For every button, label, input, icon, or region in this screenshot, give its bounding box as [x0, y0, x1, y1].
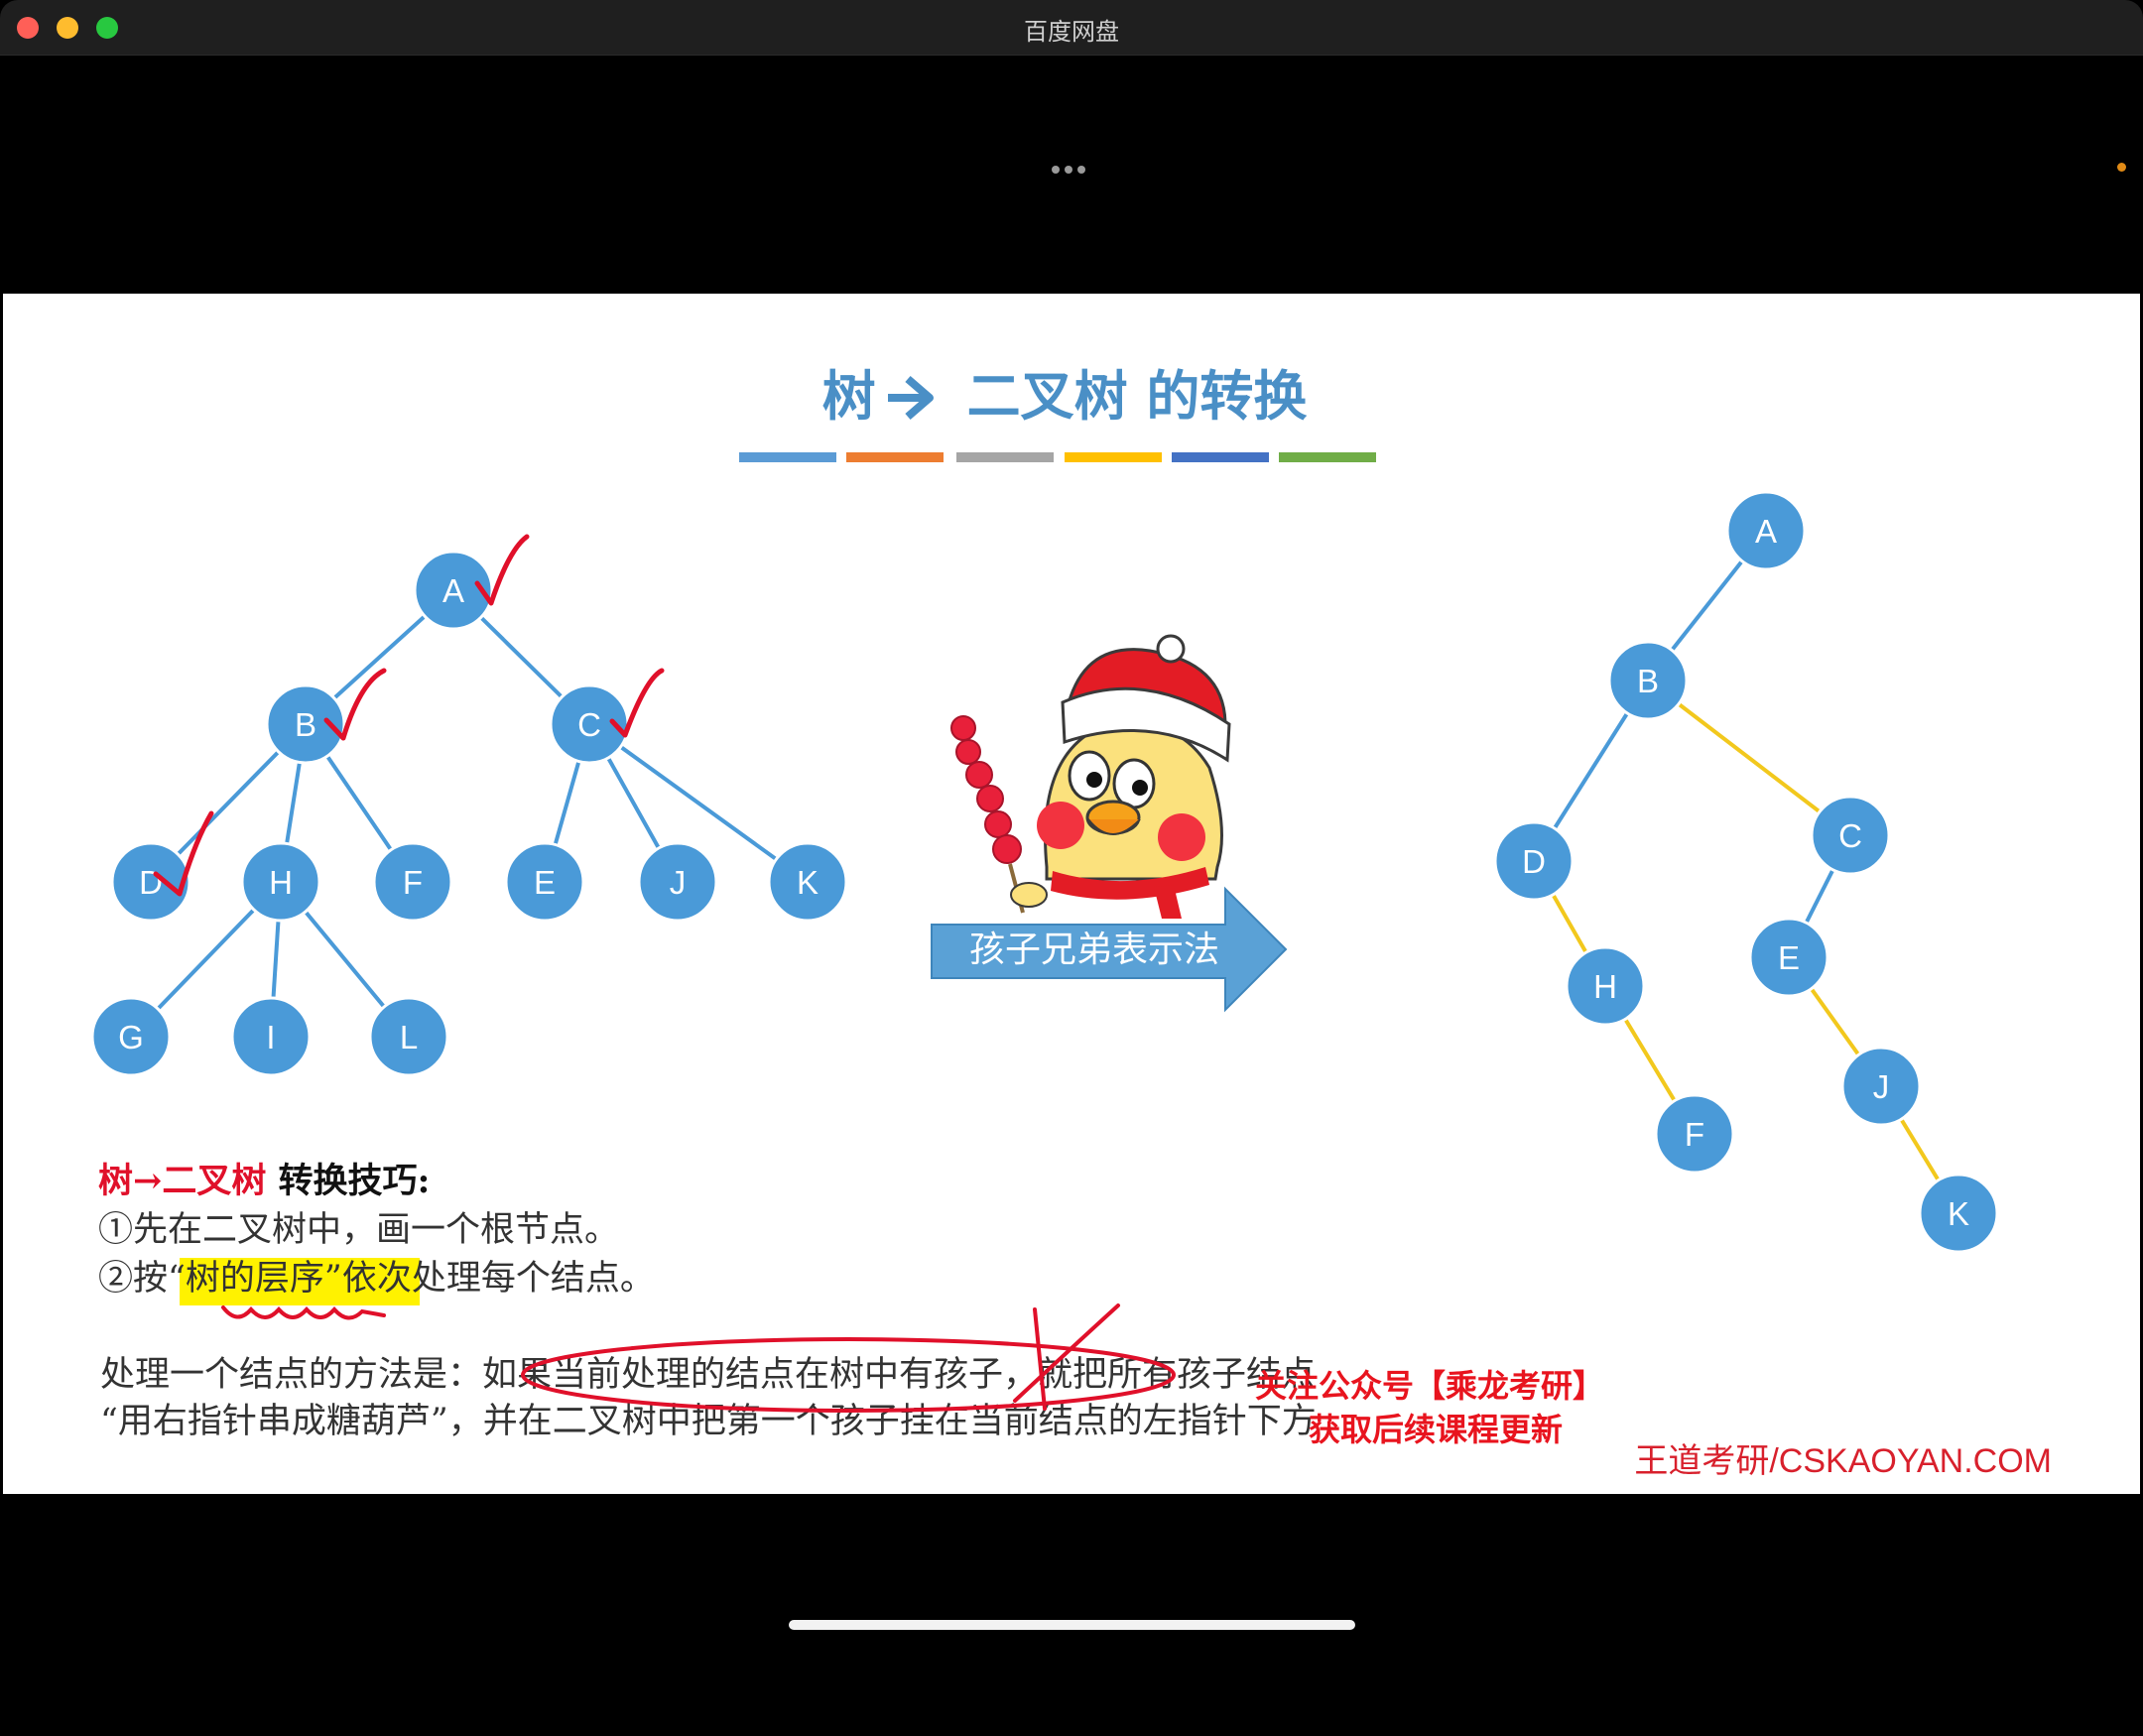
right-tree-node-label: K — [1948, 1195, 1969, 1232]
left-tree-edges — [129, 588, 810, 1039]
window-title: 百度网盘 — [1024, 18, 1119, 46]
presentation-slide: 树 二叉树 的转换 A B C D H F E J K G I L — [3, 294, 2140, 1494]
right-tree-node-e: E — [1748, 917, 1829, 998]
maximize-window-button[interactable] — [96, 17, 118, 39]
left-tree-node-k: K — [767, 841, 848, 923]
right-tree-node-f: F — [1654, 1093, 1735, 1175]
circled-phrase — [521, 1337, 1176, 1413]
right-tree-node-label: C — [1838, 817, 1862, 854]
left-tree-node-label: I — [266, 1019, 275, 1055]
squiggle-underline — [221, 1305, 386, 1320]
right-tree-node-label: F — [1685, 1116, 1704, 1153]
left-tree-node-f: F — [372, 841, 453, 923]
right-tree-node-d: D — [1493, 820, 1575, 902]
left-tree-node-label: J — [670, 864, 687, 901]
color-bar-segment — [1172, 452, 1269, 462]
right-tree-node-b: B — [1607, 640, 1689, 721]
right-tree-node-label: D — [1522, 843, 1546, 880]
check-mark-D — [153, 810, 214, 897]
strike-line-1 — [1033, 1307, 1047, 1411]
color-bar-segment — [739, 452, 836, 462]
tips-step-2: ②按“树的层序”依次处理每个结点。 — [98, 1259, 655, 1299]
handwritten-marks — [221, 1303, 1176, 1413]
left-tree-node-label: B — [295, 706, 316, 743]
left-tree-node-label: F — [403, 864, 423, 901]
strike-line-2 — [1013, 1303, 1120, 1403]
check-mark-B — [323, 668, 387, 741]
wechat-watermark: 关注公众号【乘龙考研】 获取后续课程更新 — [1255, 1367, 1604, 1448]
conversion-tips: 树→二叉树 转换技巧: ①先在二叉树中，画一个根节点。 ②按“树的层序”依次处理… — [98, 1161, 1317, 1441]
more-options-icon[interactable] — [1052, 159, 1093, 174]
left-tree-node-g: G — [90, 996, 172, 1077]
left-tree-node-label: D — [139, 864, 163, 901]
slide-canvas: 树 二叉树 的转换 A B C D H F E J K G I L — [90, 365, 2052, 1480]
check-mark-C — [609, 668, 665, 738]
right-tree-node-label: B — [1637, 663, 1659, 699]
right-tree-node-j: J — [1840, 1046, 1922, 1127]
right-tree-node-c: C — [1810, 795, 1891, 876]
home-indicator[interactable] — [789, 1620, 1355, 1630]
window-titlebar: 百度网盘 — [0, 0, 2143, 56]
right-tree-node-k: K — [1918, 1173, 1999, 1254]
watermark-line-1: 关注公众号【乘龙考研】 — [1255, 1367, 1604, 1405]
left-tree-node-b: B — [265, 683, 346, 765]
slide-title: 树 二叉树 的转换 — [822, 365, 1308, 428]
left-tree-node-label: H — [269, 864, 293, 901]
left-tree-node-c: C — [549, 683, 630, 765]
slide-title-rest: 二叉树 的转换 — [967, 365, 1308, 428]
right-tree-node-label: H — [1593, 968, 1617, 1005]
right-tree-node-label: A — [1755, 513, 1777, 550]
right-tree: A B D C H E F J K — [1493, 490, 1999, 1254]
check-mark-A — [474, 534, 530, 606]
conversion-arrow[interactable]: 孩子兄弟表示法 — [931, 886, 1288, 1013]
minimize-window-button[interactable] — [57, 17, 78, 39]
close-window-button[interactable] — [17, 17, 39, 39]
color-bar-segment — [956, 452, 1054, 462]
tips-step-1: ①先在二叉树中，画一个根节点。 — [98, 1210, 619, 1250]
method-line-1: 处理一个结点的方法是：如果当前处理的结点在树中有孩子，就把所有孩子结点 — [100, 1355, 1316, 1395]
left-tree-node-label: G — [118, 1019, 144, 1055]
left-tree: A B C D H F E J K G I L — [90, 550, 848, 1077]
right-tree-node-label: E — [1778, 939, 1800, 976]
left-tree-node-l: L — [368, 996, 449, 1077]
slide-title-tree: 树 — [822, 365, 876, 428]
site-watermark: 王道考研/CSKAOYAN.COM — [1634, 1442, 2052, 1480]
left-tree-node-h: H — [240, 841, 321, 923]
left-tree-node-label: L — [400, 1019, 418, 1055]
left-tree-node-label: C — [577, 706, 601, 743]
red-annotations — [153, 534, 665, 897]
color-bar-segment — [1279, 452, 1376, 462]
right-tree-node-label: J — [1873, 1068, 1890, 1105]
color-bar-segment — [1065, 452, 1162, 462]
left-tree-node-d: D — [110, 841, 191, 923]
tips-heading: 树→二叉树 转换技巧: — [98, 1161, 430, 1201]
right-tree-node-h: H — [1565, 945, 1646, 1027]
arrow-label: 孩子兄弟表示法 — [969, 930, 1219, 970]
highlight-marker — [180, 1258, 420, 1305]
left-tree-node-i: I — [230, 996, 312, 1077]
watermark-line-2: 获取后续课程更新 — [1309, 1411, 1563, 1448]
left-tree-node-a: A — [413, 550, 494, 631]
left-tree-node-j: J — [637, 841, 718, 923]
title-arrow-icon — [888, 375, 934, 421]
left-tree-node-e: E — [504, 841, 585, 923]
title-color-bar — [739, 452, 1376, 462]
mascot-illustration — [950, 634, 1231, 919]
left-tree-node-label: A — [442, 572, 464, 609]
right-tree-node-a: A — [1725, 490, 1807, 571]
left-tree-node-label: K — [797, 864, 819, 901]
status-indicator-dot — [2117, 163, 2126, 172]
color-bar-segment — [846, 452, 944, 462]
left-tree-node-label: E — [534, 864, 556, 901]
